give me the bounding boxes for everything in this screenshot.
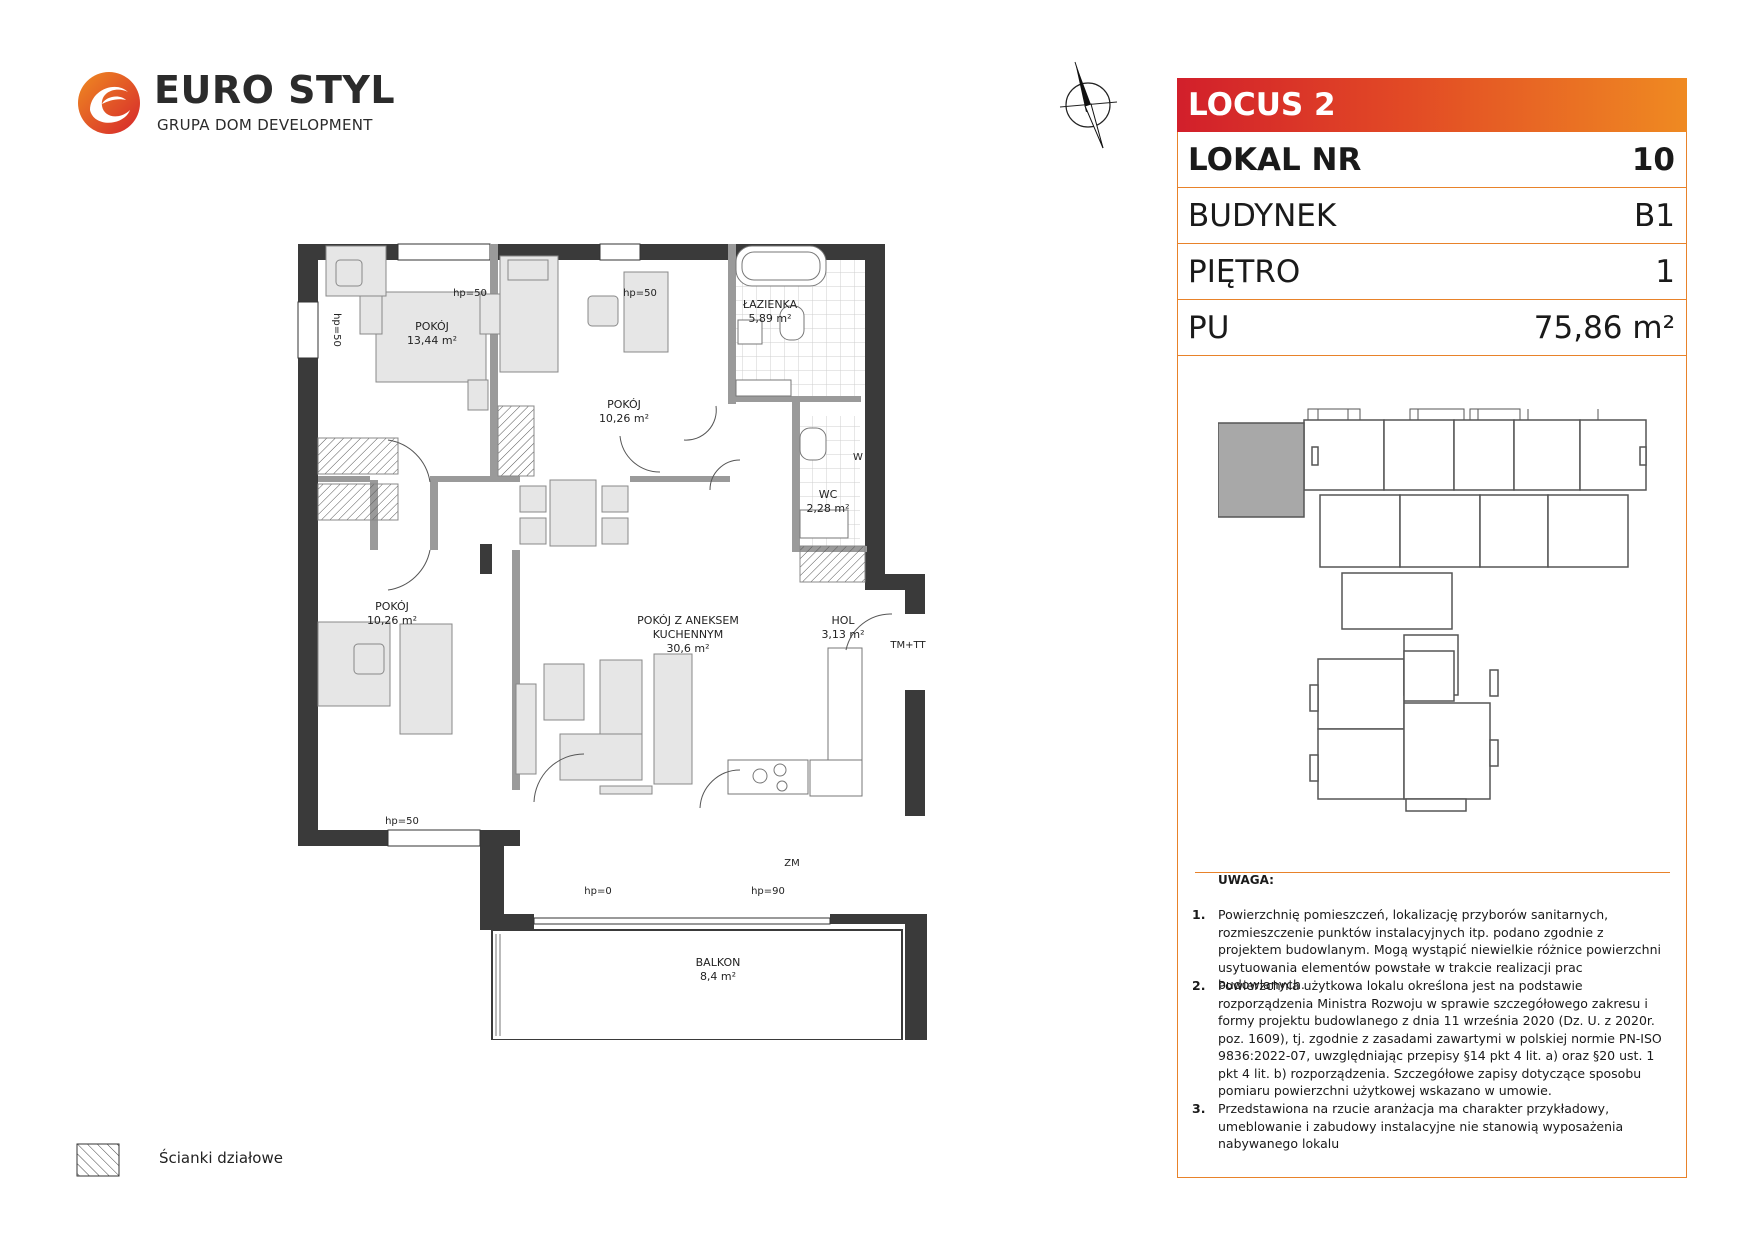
area-row: PU 75,86 m² bbox=[1177, 300, 1687, 356]
window-height-tag: hp=50 bbox=[385, 816, 419, 827]
note-number: 1. bbox=[1192, 907, 1206, 922]
window-height-tag: hp=50 bbox=[331, 313, 342, 347]
window-height-tag: hp=50 bbox=[453, 288, 487, 299]
building-key-plan bbox=[1218, 408, 1647, 812]
building-value: B1 bbox=[1634, 198, 1675, 234]
room-label: POKÓJ Z ANEKSEM bbox=[637, 614, 739, 627]
note-text: Przedstawiona na rzucie aranżacja ma cha… bbox=[1218, 1101, 1624, 1151]
door-height-tag: hp=90 bbox=[751, 886, 785, 897]
room-label: KUCHENNYM bbox=[653, 628, 724, 641]
room-label: POKÓJ bbox=[607, 398, 641, 411]
north-arrow-icon bbox=[1059, 61, 1118, 149]
room-label: ŁAZIENKA bbox=[742, 298, 798, 311]
euro-styl-logo-icon bbox=[78, 72, 140, 134]
unit-number-row: LOKAL NR 10 bbox=[1177, 132, 1687, 188]
installation-tag: ZM bbox=[784, 858, 799, 869]
notes-divider bbox=[1195, 872, 1670, 873]
note-text: Powierzchnię pomieszczeń, lokalizację pr… bbox=[1218, 907, 1661, 992]
project-name: LOCUS 2 bbox=[1188, 87, 1336, 123]
floor-row: PIĘTRO 1 bbox=[1177, 244, 1687, 300]
legend-label: Ścianki działowe bbox=[159, 1149, 283, 1167]
floor-plan: POKÓJ 13,44 m² POKÓJ 10,26 m² ŁAZIENKA 5… bbox=[297, 243, 927, 1040]
floor-label: PIĘTRO bbox=[1188, 254, 1301, 290]
room-area: 2,28 m² bbox=[806, 502, 849, 515]
note-number: 2. bbox=[1192, 978, 1206, 993]
unit-number-value: 10 bbox=[1631, 142, 1675, 178]
room-area: 13,44 m² bbox=[407, 334, 457, 347]
room-area: 10,26 m² bbox=[367, 614, 417, 627]
unit-number-label: LOKAL NR bbox=[1188, 142, 1362, 178]
installation-tag: TM+TT bbox=[889, 640, 926, 651]
room-area: 5,89 m² bbox=[748, 312, 791, 325]
logo-subtitle: GRUPA DOM DEVELOPMENT bbox=[157, 116, 373, 134]
note-number: 3. bbox=[1192, 1101, 1206, 1116]
room-area: 30,6 m² bbox=[666, 642, 709, 655]
door-height-tag: hp=0 bbox=[584, 886, 611, 897]
area-value: 75,86 m² bbox=[1533, 310, 1675, 346]
note-item: 2. Powierzchnia użytkowa lokalu określon… bbox=[1192, 977, 1668, 1100]
room-label: POKÓJ bbox=[415, 320, 449, 333]
logo-title: EURO STYL bbox=[154, 68, 396, 112]
notes-title: UWAGA: bbox=[1218, 873, 1274, 887]
note-item: 3. Przedstawiona na rzucie aranżacja ma … bbox=[1192, 1100, 1668, 1153]
room-label: POKÓJ bbox=[375, 600, 409, 613]
room-label: BALKON bbox=[696, 956, 741, 969]
building-label: BUDYNEK bbox=[1188, 198, 1337, 234]
project-header: LOCUS 2 bbox=[1177, 78, 1687, 132]
window-height-tag: hp=50 bbox=[623, 288, 657, 299]
building-row: BUDYNEK B1 bbox=[1177, 188, 1687, 244]
room-area: 10,26 m² bbox=[599, 412, 649, 425]
area-label: PU bbox=[1188, 310, 1230, 346]
note-text: Powierzchnia użytkowa lokalu określona j… bbox=[1218, 978, 1662, 1098]
installation-tag: W bbox=[853, 452, 863, 463]
note-item: 1. Powierzchnię pomieszczeń, lokalizację… bbox=[1192, 906, 1668, 994]
room-area: 3,13 m² bbox=[821, 628, 864, 641]
room-area: 8,4 m² bbox=[700, 970, 736, 983]
partition-wall-legend-icon bbox=[76, 1143, 120, 1177]
room-label: WC bbox=[819, 488, 838, 501]
floor-value: 1 bbox=[1655, 254, 1675, 290]
room-label: HOL bbox=[831, 614, 855, 627]
